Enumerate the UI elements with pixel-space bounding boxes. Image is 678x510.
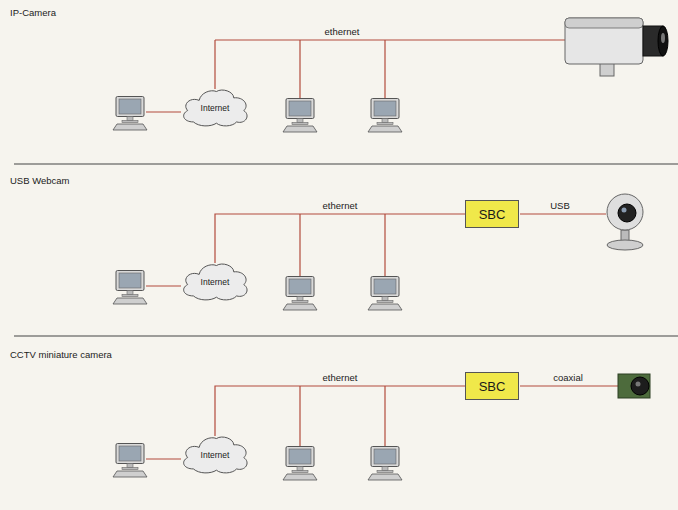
link-wire <box>146 111 181 112</box>
link-wire <box>146 458 181 459</box>
wire-label: USB <box>550 201 570 212</box>
sbc-box: SBC <box>465 200 519 228</box>
ip-camera <box>565 18 668 76</box>
network-wires <box>146 40 618 459</box>
node-text: Internet <box>201 277 230 287</box>
computer-icon <box>368 277 402 311</box>
internet-cloud: Internet <box>179 89 251 127</box>
drop-wire <box>384 40 385 98</box>
computer-icon <box>368 99 402 133</box>
wire-label: coaxial <box>553 373 583 384</box>
computer-icon <box>113 97 147 131</box>
ethernet-connector <box>215 386 465 436</box>
webcam-sphere <box>607 194 643 230</box>
drop-wire <box>384 214 385 276</box>
link-wire <box>146 285 181 286</box>
internet-cloud: Internet <box>179 436 251 474</box>
camera-body <box>565 18 643 64</box>
separator-line <box>14 164 678 165</box>
separator-line <box>14 336 678 337</box>
node-text: Internet <box>201 450 230 460</box>
computer-icon <box>113 271 147 305</box>
computer-icon <box>368 447 402 481</box>
computers <box>113 97 402 481</box>
internet-cloud: Internet <box>179 263 251 301</box>
computer-icon <box>113 444 147 478</box>
webcam-base <box>607 240 643 250</box>
node-text: SBC <box>479 207 506 222</box>
lens-front <box>658 26 668 56</box>
node-text: Internet <box>201 103 230 113</box>
node-text: SBC <box>479 379 506 394</box>
computer-icon <box>283 99 317 133</box>
connector-label: ethernet <box>322 201 359 212</box>
ethernet-connector <box>215 214 465 263</box>
panel-title: IP-Camera <box>10 8 56 19</box>
ethernet-bus <box>215 39 565 40</box>
computer-icon <box>283 447 317 481</box>
drop-wire <box>299 40 300 98</box>
sbc-box: SBC <box>465 372 519 400</box>
drop-wire <box>299 214 300 276</box>
panel-separators <box>14 164 678 336</box>
coaxial-wire <box>520 385 618 386</box>
panel-title: USB Webcam <box>10 176 69 187</box>
drop-wire <box>299 386 300 446</box>
wire-label: ethernet <box>325 27 360 38</box>
connector-label: ethernet <box>322 373 359 384</box>
usb-wire <box>520 213 606 214</box>
camera-board <box>618 374 650 398</box>
camera-lens <box>631 377 649 395</box>
webcam-lens <box>618 204 636 222</box>
lens-glint <box>622 208 627 213</box>
cctv-miniature-camera <box>618 374 650 398</box>
computer-icon <box>283 277 317 311</box>
usb-webcam <box>607 194 643 250</box>
camera-top <box>565 18 643 28</box>
lens-glint <box>661 33 665 43</box>
drop-wire <box>384 386 385 446</box>
drop-wire <box>214 40 215 89</box>
lens-glint <box>636 382 641 387</box>
panel-title: CCTV miniature camera <box>10 350 112 361</box>
